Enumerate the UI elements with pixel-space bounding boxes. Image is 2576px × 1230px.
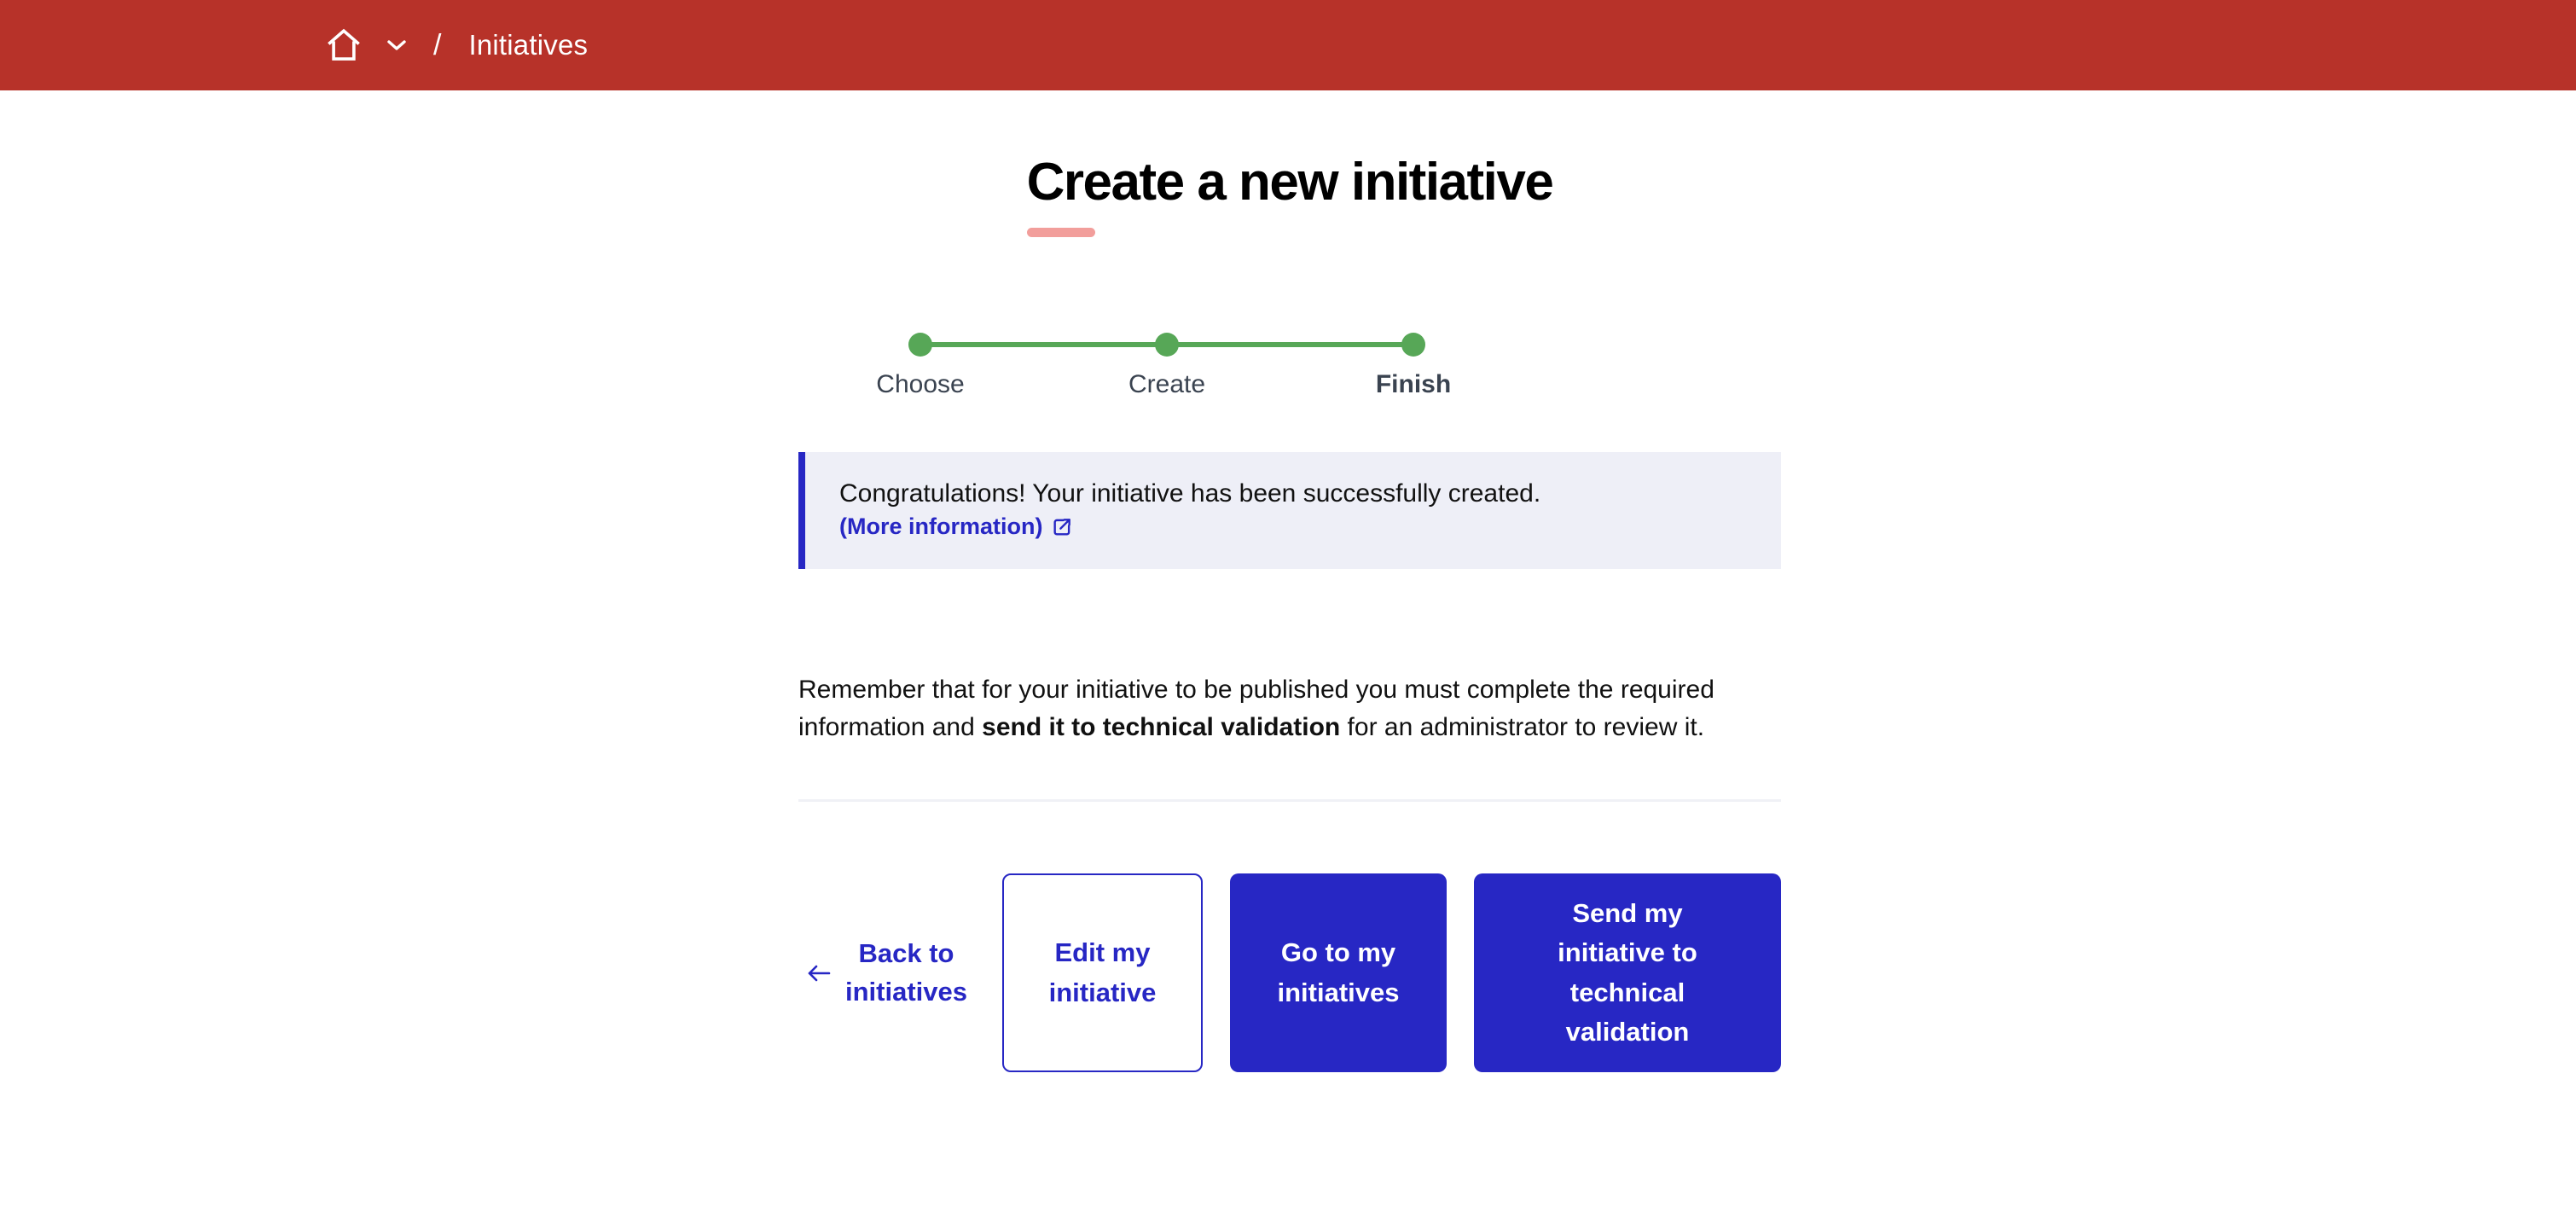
- edit-initiative-button[interactable]: Edit my initiative: [1002, 873, 1203, 1073]
- external-link-icon: [1051, 516, 1073, 538]
- home-icon[interactable]: [324, 26, 363, 65]
- arrow-left-icon: [806, 962, 832, 984]
- send-to-technical-validation-button[interactable]: Send my initiative to technical validati…: [1474, 873, 1781, 1073]
- validation-reminder-text: Remember that for your initiative to be …: [798, 671, 1781, 746]
- title-underline-decoration: [1026, 228, 1095, 238]
- step-label-create: Create: [1128, 370, 1206, 399]
- section-divider: [798, 799, 1781, 803]
- alert-message: Congratulations! Your initiative has bee…: [839, 479, 1541, 508]
- step-dot-create: [1155, 333, 1179, 357]
- step-dot-choose: [908, 333, 932, 357]
- top-navigation-bar: / Initiatives: [0, 0, 2576, 90]
- more-information-link[interactable]: (More information): [839, 513, 1073, 540]
- reminder-text-end: for an administrator to review it.: [1340, 713, 1705, 742]
- step-dot-finish: [1401, 333, 1425, 357]
- chevron-down-icon[interactable]: [386, 38, 408, 53]
- breadcrumb-separator: /: [433, 28, 442, 61]
- more-information-label: (More information): [839, 513, 1043, 540]
- success-alert: Congratulations! Your initiative has bee…: [798, 452, 1781, 570]
- back-to-initiatives-label: Back to initiatives: [845, 937, 967, 1007]
- action-buttons-row: Back to initiatives Edit my initiative G…: [798, 873, 1781, 1073]
- title-section: Create a new initiative: [798, 152, 1781, 238]
- main-content: Create a new initiative Choose Create Fi…: [798, 152, 1781, 1073]
- breadcrumb-initiatives-link[interactable]: Initiatives: [468, 29, 589, 61]
- back-to-initiatives-link[interactable]: Back to initiatives: [798, 935, 975, 1012]
- reminder-text-start: Remember that for your initiative to be …: [798, 676, 1714, 742]
- page-title: Create a new initiative: [1026, 153, 1554, 212]
- reminder-text-bold: send it to technical validation: [982, 713, 1341, 742]
- go-to-initiatives-button[interactable]: Go to my initiatives: [1230, 873, 1447, 1073]
- step-label-finish: Finish: [1375, 370, 1452, 399]
- step-label-choose: Choose: [876, 370, 965, 399]
- wizard-stepper: Choose Create Finish: [876, 333, 1451, 398]
